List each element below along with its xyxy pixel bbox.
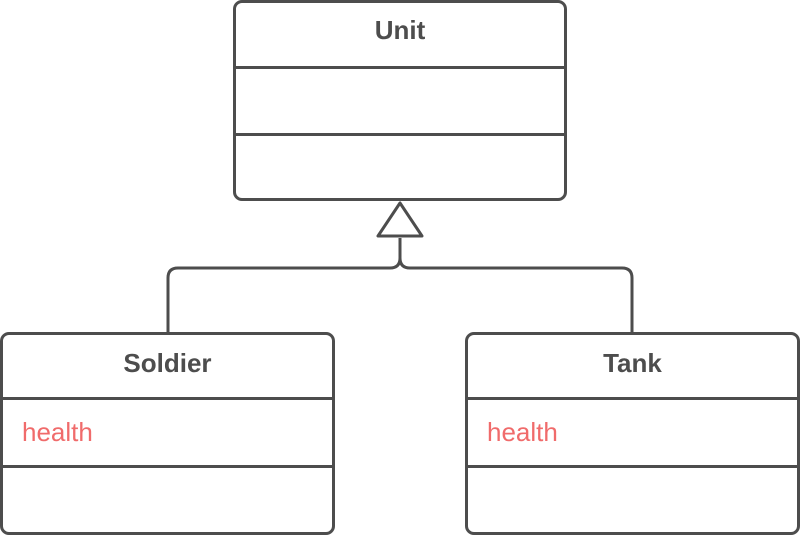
class-unit-attributes	[236, 66, 564, 133]
soldier-generalization-line	[166, 238, 402, 332]
tank-generalization-line	[398, 257, 634, 332]
tank-attribute-health: health	[487, 417, 558, 447]
class-soldier-operations	[3, 465, 332, 532]
class-tank-name: Tank	[603, 348, 662, 378]
class-tank[interactable]: Tank health	[465, 332, 800, 535]
class-unit-name: Unit	[374, 15, 426, 45]
class-tank-operations	[468, 465, 797, 532]
generalization-arrowhead-icon	[376, 201, 424, 238]
class-unit[interactable]: Unit	[233, 0, 567, 201]
class-soldier[interactable]: Soldier health	[0, 332, 335, 535]
class-soldier-attributes: health	[3, 397, 332, 465]
soldier-attribute-health: health	[22, 417, 93, 447]
class-unit-operations	[236, 133, 564, 198]
class-tank-attributes: health	[468, 397, 797, 465]
class-soldier-name: Soldier	[123, 348, 212, 378]
